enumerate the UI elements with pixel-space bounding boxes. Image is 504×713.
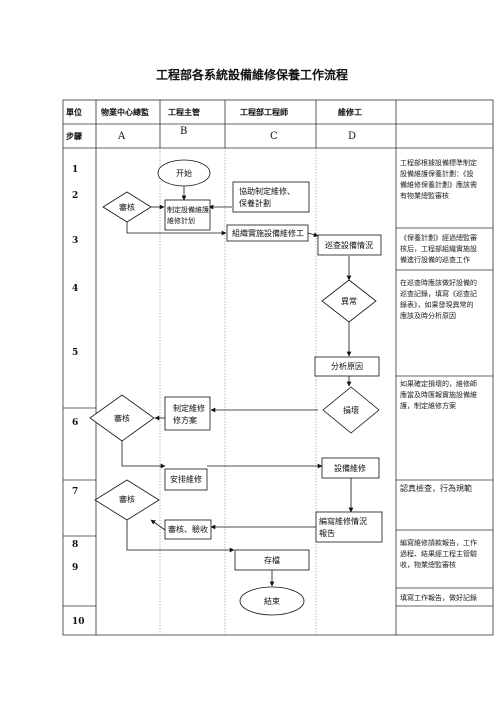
col-b-code: B — [180, 126, 187, 137]
col-d-code: D — [348, 131, 356, 142]
review-accept-label: 審核、驗收 — [168, 524, 208, 534]
review-decision-2: 審核 — [89, 394, 155, 442]
step-label: 步驟 — [66, 131, 83, 141]
assist-plan-box: 協助制定維修、 保養計劃 — [232, 181, 310, 213]
start-label: 开始 — [176, 168, 192, 178]
lane-dividers — [159, 148, 317, 635]
step-5: 5 — [72, 348, 78, 358]
unit-label: 單位 — [66, 107, 82, 117]
notes-column: 工程部根據設備標準制定設備維護保養計劃：《設備維修保養計劃》應該需有物業總監審核… — [400, 158, 477, 602]
inspect-box: 巡查設備情況 — [317, 234, 382, 256]
review-decision-3: 審核 — [94, 479, 160, 521]
col-a-code: A — [117, 131, 126, 142]
organize-staff-label: 組織實施設備維修工 — [232, 228, 304, 238]
archive-label: 存檔 — [264, 555, 280, 565]
review-3-label: 審核 — [119, 494, 135, 504]
report-label: 編寫維修情況 報告 — [319, 516, 370, 538]
note-3: 在巡查時應該做好設備的巡查記錄，填寫《巡查記錄表》，如果發現異常的應該及時分析原… — [400, 278, 477, 320]
step-7: 7 — [72, 487, 78, 497]
repair-label: 設備維修 — [334, 463, 366, 473]
note-5: 認真檢查，行為規範 — [400, 483, 472, 493]
repair-plan-label: 制定維修 修方案 — [173, 403, 208, 425]
end-label: 結束 — [264, 596, 280, 606]
step-numbers: 1 2 3 4 5 6 7 8 9 10 — [72, 165, 85, 627]
review-2-label: 審核 — [114, 413, 130, 423]
table-grid — [62, 99, 494, 636]
col-b-name: 工程主管 — [168, 107, 200, 117]
step-2: 2 — [72, 191, 78, 201]
make-plan-label: 制定設備維護 維修計划 — [167, 205, 211, 225]
end-terminal: 結束 — [239, 586, 305, 616]
analyze-label: 分析原因 — [331, 361, 363, 371]
review-accept-box: 審核、驗收 — [164, 519, 212, 540]
organize-staff-box: 組織實施設備維修工 — [226, 224, 309, 242]
note-7: 填寫工作報告，做好記錄 — [400, 593, 477, 602]
flow-nodes: 开始 協助制定維修、 保養計劃 審核 制定設備維護 維修計划 — [89, 159, 383, 616]
note-6: 編寫維修請款報告，工作過程、結果經工程主管驗收，物業總監審核 — [400, 538, 477, 569]
repair-box: 設備維修 — [321, 457, 380, 479]
damage-label: 損壞 — [343, 405, 359, 415]
col-a-name: 物業中心總監 — [101, 107, 149, 117]
abnormal-label: 異常 — [341, 297, 357, 306]
review-1-label: 審核 — [119, 202, 135, 212]
col-c-name: 工程部工程師 — [240, 107, 288, 117]
analyze-box: 分析原因 — [314, 356, 380, 377]
step-3: 3 — [72, 236, 78, 246]
make-plan-box: 制定設備維護 維修計划 — [164, 199, 211, 231]
step-4: 4 — [72, 284, 78, 294]
inspect-label: 巡查設備情況 — [325, 240, 373, 250]
arrange-label: 安排維修 — [170, 474, 202, 484]
col-d-name: 維修工 — [338, 107, 362, 117]
archive-box: 存檔 — [234, 549, 310, 571]
start-terminal: 开始 — [157, 159, 211, 187]
step-6: 6 — [72, 418, 78, 428]
step-10: 10 — [72, 617, 85, 627]
abnormal-decision: 異常 — [321, 279, 377, 323]
step-9: 9 — [72, 563, 78, 573]
col-c-code: C — [270, 131, 278, 142]
damage-decision: 損壞 — [322, 386, 380, 434]
connectors — [121, 186, 354, 587]
note-2: 《保養計劃》經過總監審核后，工程部組織實施設備進行設備的巡查工作 — [400, 233, 477, 264]
review-decision-1: 審核 — [102, 191, 152, 223]
assist-plan-label: 協助制定維修、 保養計劃 — [239, 186, 298, 208]
arrange-box: 安排維修 — [164, 468, 208, 491]
note-4: 如果確定損壞的，維修師應當及時匯報實施設備維護，制定維修方案 — [400, 379, 477, 410]
step-1: 1 — [72, 165, 78, 175]
step-8: 8 — [72, 540, 78, 550]
repair-plan-box: 制定維修 修方案 — [164, 396, 211, 431]
table-header: 單位 步驟 物業中心總監 工程主管 工程部工程師 維修工 A B C D — [66, 107, 362, 142]
report-box: 編寫維修情況 報告 — [315, 511, 383, 543]
note-1: 工程部根據設備標準制定設備維護保養計劃：《設備維修保養計劃》應該需有物業總監審核 — [400, 158, 477, 200]
page-title: 工程部各系統設備維修保養工作流程 — [155, 68, 348, 82]
